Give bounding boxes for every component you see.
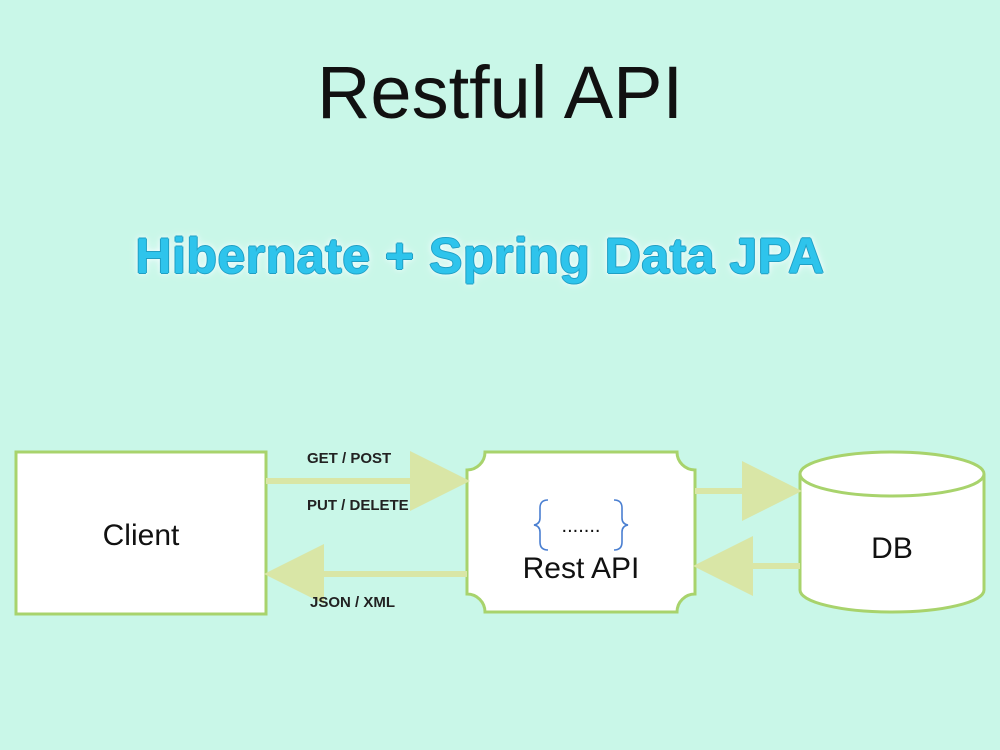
slide-title: Restful API: [316, 51, 684, 134]
client-node: Client: [14, 450, 268, 616]
right-brace-icon: [613, 499, 629, 551]
rest-api-node: ....... Rest API: [465, 450, 697, 614]
left-brace-icon: [533, 499, 549, 551]
rest-api-body: .......: [562, 515, 601, 537]
db-node: DB: [798, 450, 986, 614]
db-label: DB: [871, 532, 913, 565]
response-label-json-xml: JSON / XML: [310, 594, 395, 611]
request-label-put-delete: PUT / DELETE: [307, 497, 409, 514]
request-label-get-post: GET / POST: [307, 450, 391, 467]
slide-subtitle: Hibernate + Spring Data JPA: [135, 228, 825, 284]
rest-api-label: Rest API: [523, 552, 640, 585]
client-label: Client: [103, 519, 180, 552]
